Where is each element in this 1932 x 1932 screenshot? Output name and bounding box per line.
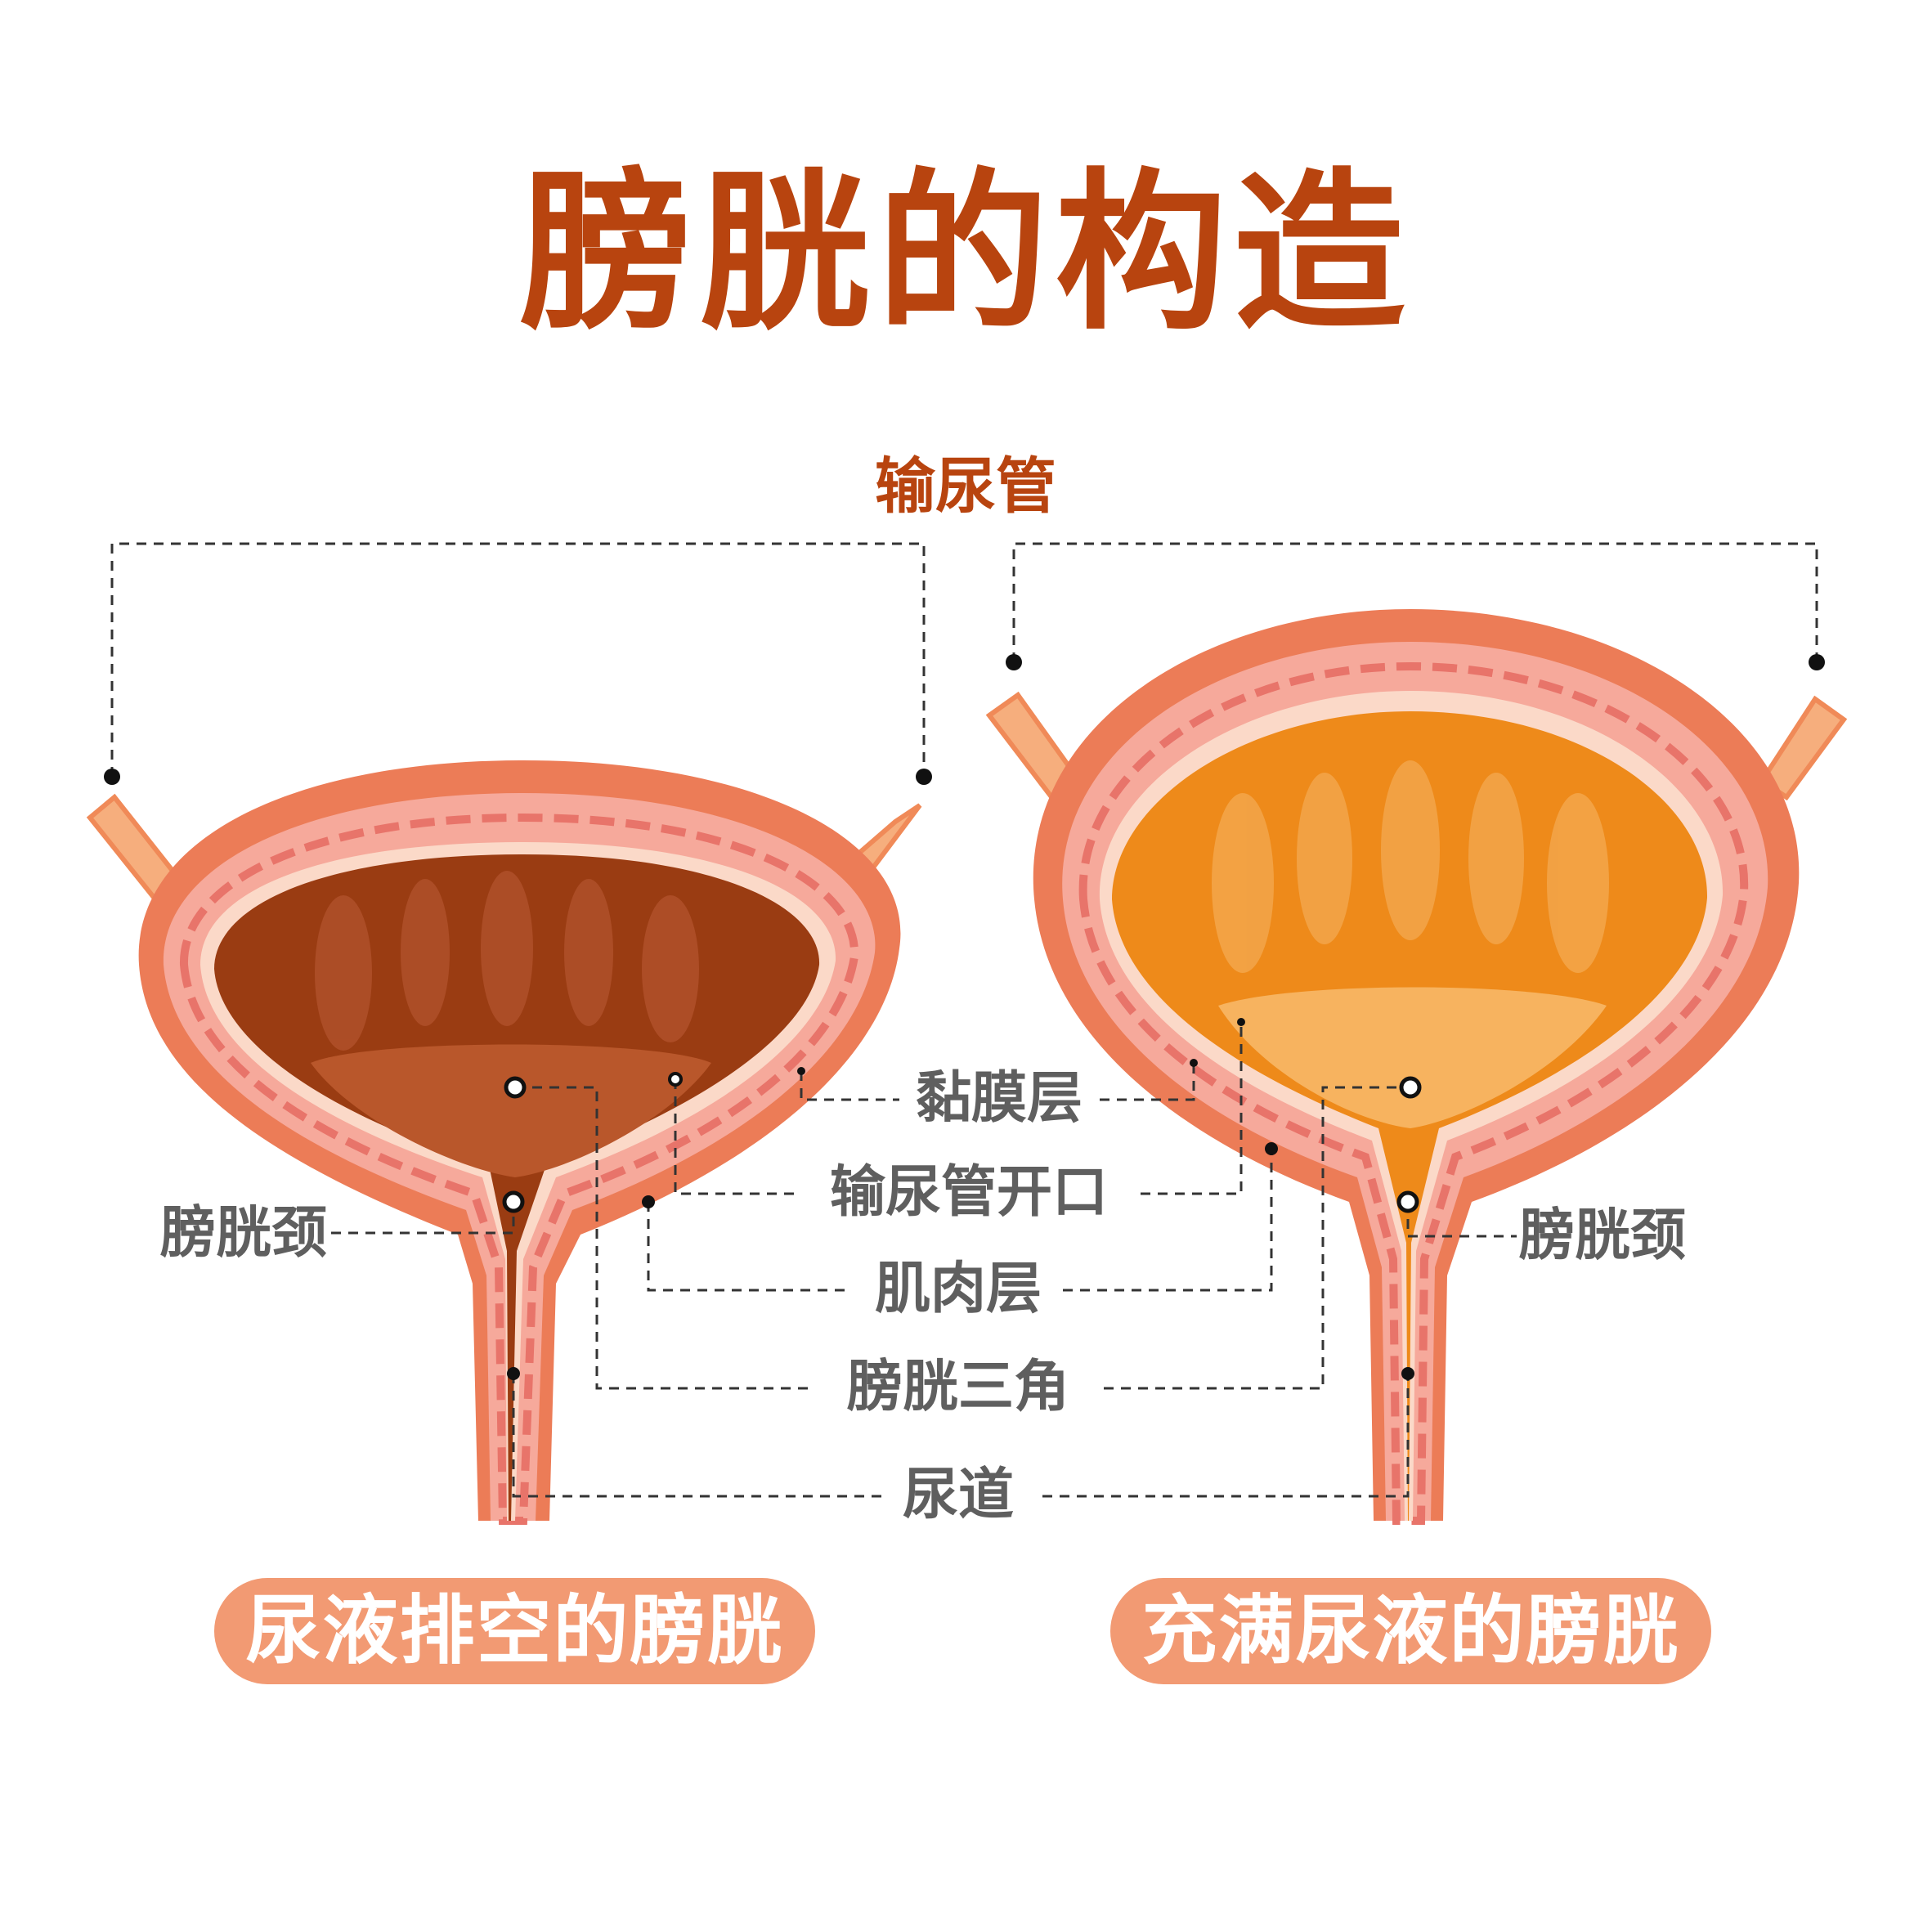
full-bladder	[985, 609, 1848, 1525]
mucosal-folds	[315, 871, 699, 1051]
label-ureter-opening: 输尿管开口	[829, 1160, 1109, 1225]
label-ureter: 输尿管	[875, 451, 1056, 522]
tissue-pattern	[179, 813, 859, 1525]
trigone-region-full	[1218, 987, 1607, 1128]
label-bladder-neck-right: 膀胱颈	[1518, 1204, 1687, 1268]
label-mucosa: 黏膜层	[915, 1066, 1083, 1131]
caption-empty-bladder: 尿液排空的膀胱	[214, 1578, 815, 1684]
empty-bladder	[86, 760, 922, 1525]
leader-lines	[110, 542, 1818, 1498]
label-urethra: 尿道	[902, 1463, 1015, 1527]
right-ureter-tube-full	[1758, 695, 1848, 801]
mucosal-folds-full	[1212, 760, 1609, 973]
page-title: 膀胱的构造	[520, 153, 1412, 353]
caption-full-bladder: 充满尿液的膀胱	[1110, 1578, 1711, 1684]
label-muscle-layer: 肌肉层	[874, 1257, 1042, 1321]
marker-dots	[104, 654, 1825, 1380]
trigone-region	[311, 1044, 711, 1177]
label-bladder-neck-left: 膀胱颈	[159, 1201, 328, 1266]
label-trigone: 膀胱三角	[846, 1355, 1070, 1419]
